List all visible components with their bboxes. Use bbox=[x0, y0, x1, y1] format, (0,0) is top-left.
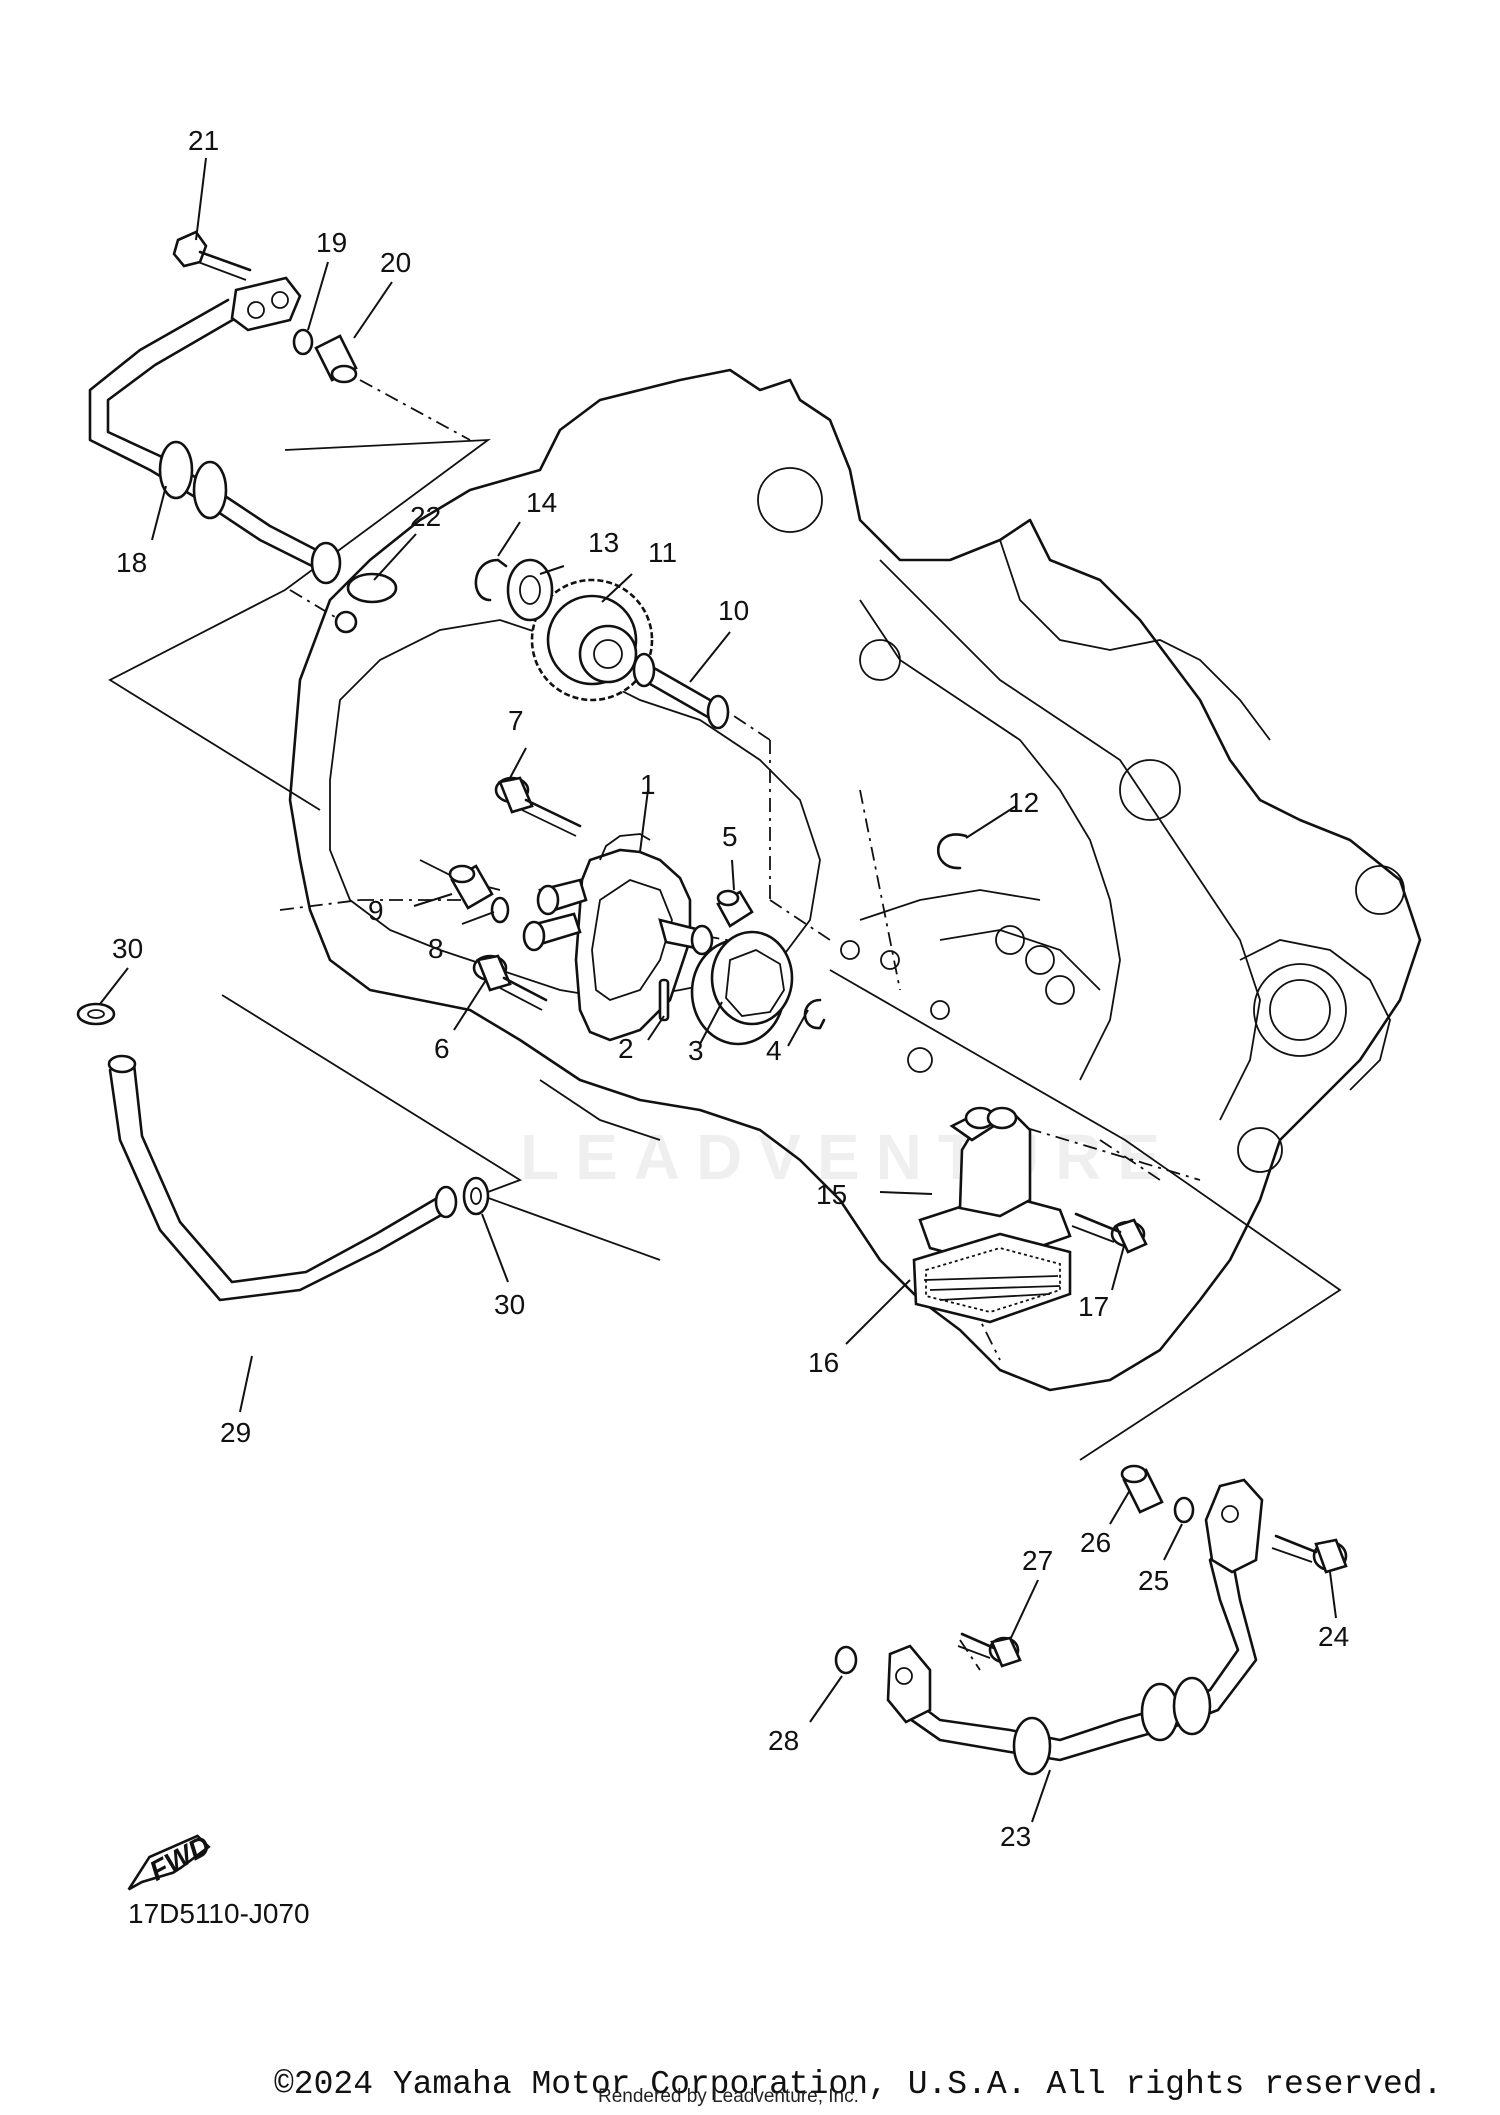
o-ring-28 bbox=[834, 1645, 858, 1675]
callout-4: 4 bbox=[766, 1035, 782, 1066]
callout-5: 5 bbox=[722, 821, 738, 852]
callout-25: 25 bbox=[1138, 1565, 1169, 1596]
callout-9: 9 bbox=[368, 895, 384, 926]
upper-oil-delivery-pipe bbox=[88, 276, 342, 585]
copyright-notice: ©2024 Yamaha Motor Corporation, U.S.A. A… bbox=[274, 2066, 1443, 2103]
callout-30-lower: 30 bbox=[494, 1289, 525, 1320]
callout-17: 17 bbox=[1078, 1291, 1109, 1322]
callout-29: 29 bbox=[220, 1417, 251, 1448]
oil-pump-assembly-1 bbox=[522, 833, 714, 1042]
callout-23: 23 bbox=[1000, 1821, 1031, 1852]
hose-clamp-30-lower bbox=[462, 1176, 490, 1216]
callout-labels: 1 2 3 4 5 6 7 8 9 10 11 12 13 14 15 16 1… bbox=[112, 125, 1349, 1852]
callout-24: 24 bbox=[1318, 1621, 1349, 1652]
hose-clamp-22 bbox=[334, 572, 398, 634]
circlip-4 bbox=[803, 998, 826, 1030]
callout-12: 12 bbox=[1008, 787, 1039, 818]
bolt-27 bbox=[957, 1632, 1022, 1668]
forward-direction-arrow: FWD bbox=[127, 1829, 215, 1891]
watermark: LEADVENTURE bbox=[520, 1121, 1177, 1193]
callout-3: 3 bbox=[688, 1035, 704, 1066]
circlip-12 bbox=[936, 833, 968, 870]
callout-2: 2 bbox=[618, 1033, 634, 1064]
crankcase bbox=[288, 368, 1422, 1392]
callout-16: 16 bbox=[808, 1347, 839, 1378]
pin-2 bbox=[658, 978, 670, 1022]
bolt-7 bbox=[494, 776, 582, 837]
strainer-screen-16 bbox=[912, 1232, 1072, 1324]
callout-7: 7 bbox=[508, 705, 524, 736]
fwd-label: FWD bbox=[144, 1829, 215, 1886]
oil-hose-29 bbox=[107, 1054, 458, 1302]
callout-20: 20 bbox=[380, 247, 411, 278]
leader-lines bbox=[99, 157, 1337, 1823]
hose-clamp-30-upper bbox=[76, 1002, 116, 1026]
lower-oil-delivery-pipe-23 bbox=[886, 1478, 1264, 1776]
callout-14: 14 bbox=[526, 487, 557, 518]
union-bolt-21 bbox=[172, 230, 252, 281]
collar-26 bbox=[1120, 1464, 1164, 1514]
callout-26: 26 bbox=[1080, 1527, 1111, 1558]
o-ring-25 bbox=[1173, 1496, 1195, 1524]
callout-22: 22 bbox=[410, 501, 441, 532]
washer-13 bbox=[506, 558, 554, 622]
union-bolt-24 bbox=[1271, 1534, 1348, 1574]
callout-1: 1 bbox=[640, 769, 656, 800]
callout-21: 21 bbox=[188, 125, 219, 156]
callout-30-upper: 30 bbox=[112, 933, 143, 964]
pump-rotor-3 bbox=[690, 930, 794, 1046]
callout-28: 28 bbox=[768, 1725, 799, 1756]
o-ring-8 bbox=[490, 896, 510, 924]
diagram-code: 17D5110-J070 bbox=[128, 1898, 310, 1929]
dowel-pin-5 bbox=[716, 889, 754, 928]
o-ring-19 bbox=[292, 328, 314, 356]
callout-18: 18 bbox=[116, 547, 147, 578]
callout-13: 13 bbox=[588, 527, 619, 558]
assembly-guide-lines bbox=[108, 379, 1342, 1671]
callout-27: 27 bbox=[1022, 1545, 1053, 1576]
callout-6: 6 bbox=[434, 1033, 450, 1064]
callout-8: 8 bbox=[428, 933, 444, 964]
callout-19: 19 bbox=[316, 227, 347, 258]
pump-drive-gear-11 bbox=[530, 578, 654, 702]
collar-9 bbox=[448, 864, 494, 910]
callout-11: 11 bbox=[648, 537, 677, 568]
bolt-17 bbox=[1071, 1212, 1148, 1254]
pump-shaft-10 bbox=[632, 652, 730, 730]
collar-20 bbox=[314, 334, 358, 384]
circlip-14 bbox=[474, 558, 508, 602]
callout-10: 10 bbox=[718, 595, 749, 626]
rendered-by-credit: Rendered by Leadventure, Inc. bbox=[598, 2086, 859, 2107]
callout-15: 15 bbox=[816, 1179, 847, 1210]
